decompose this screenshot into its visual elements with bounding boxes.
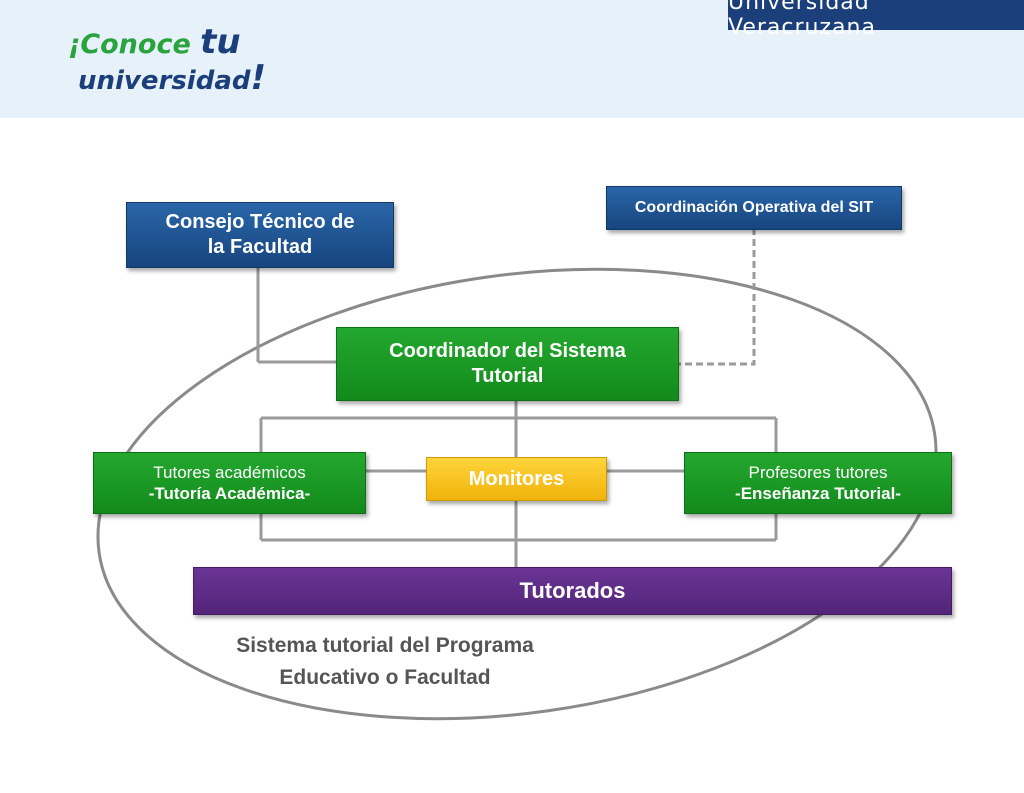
coordinacion-operativa-box: Coordinación Operativa del SIT [606, 186, 902, 230]
tutores-line-2: -Tutoría Académica- [148, 484, 311, 503]
profesores-tutores-box: Profesores tutores -Enseñanza Tutorial- [684, 452, 952, 514]
tutores-academicos-box: Tutores académicos -Tutoría Académica- [93, 452, 366, 514]
logo-line-1: ¡Conoce tu [68, 22, 241, 62]
consejo-line-1: Consejo Técnico de [165, 211, 355, 233]
logo-tu: tu [200, 22, 241, 62]
coordinador-line-1: Coordinador del Sistema [389, 340, 626, 362]
system-ellipse [96, 267, 938, 721]
logo-line-2: universidad! [78, 58, 266, 98]
profesores-line-2: -Enseñanza Tutorial- [735, 484, 901, 503]
tutorados-label: Tutorados [519, 578, 626, 604]
coordinacion-operativa-label: Coordinación Operativa del SIT [634, 199, 874, 216]
conoce-tu-universidad-logo: ¡Conoce tu universidad! [68, 22, 268, 98]
logo-universidad: universidad [78, 66, 251, 96]
monitores-label: Monitores [468, 467, 565, 490]
coordinador-line-2: Tutorial [471, 365, 544, 387]
caption-line-2: Educativo o Facultad [279, 666, 491, 689]
header-band: Universidad Veracruzana ¡Conoce tu unive… [0, 0, 1024, 118]
logo-exclamation: ! [250, 58, 267, 98]
consejo-line-2: la Facultad [207, 236, 313, 258]
coordinador-box: Coordinador del Sistema Tutorial [336, 327, 679, 401]
tutorados-box: Tutorados [193, 567, 952, 615]
caption-line-1: Sistema tutorial del Programa [236, 634, 534, 657]
connector-coordop-dashed [677, 228, 756, 366]
profesores-line-1: Profesores tutores [748, 462, 888, 482]
logo-prefix: ¡Conoce [68, 29, 201, 60]
consejo-tecnico-box: Consejo Técnico de la Facultad [126, 202, 394, 268]
system-caption: Sistema tutorial del Programa Educativo … [200, 630, 570, 694]
monitores-box: Monitores [426, 457, 607, 501]
tutores-line-1: Tutores académicos [153, 462, 306, 482]
